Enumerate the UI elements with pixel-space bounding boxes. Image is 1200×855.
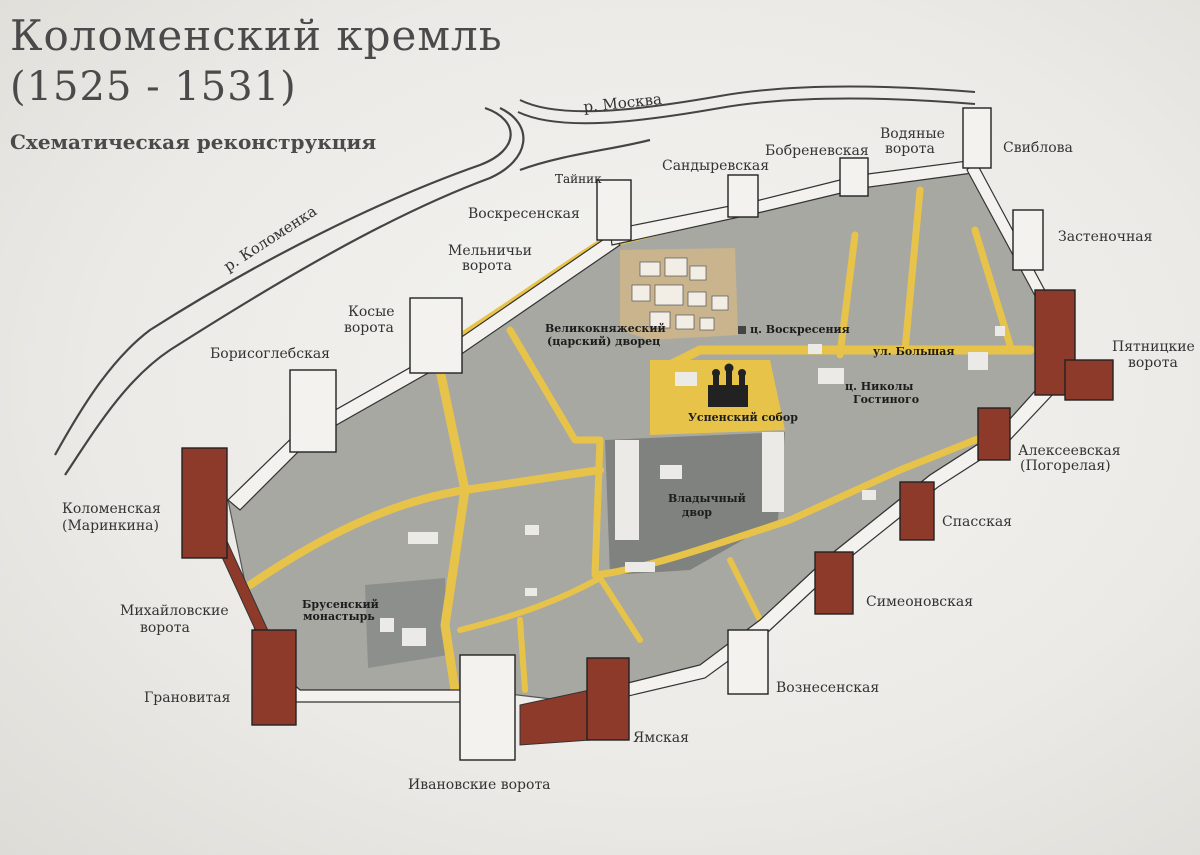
- label-kolomenskaya-2: (Маринкина): [62, 518, 159, 534]
- brusensky-area: [365, 578, 448, 668]
- label-kosye-1: Косые: [348, 304, 395, 320]
- label-vladychny-2: двор: [682, 506, 712, 519]
- brick-towers: [181, 289, 1114, 741]
- label-vladychny-1: Владычный: [668, 492, 746, 505]
- label-bobrenevskaya: Бобреневская: [765, 143, 869, 159]
- label-uspensky: Успенский собор: [688, 411, 798, 424]
- label-sviblova: Свиблова: [1003, 140, 1073, 156]
- label-street: ул. Большая: [873, 345, 955, 358]
- label-yamskaya: Ямская: [633, 730, 689, 746]
- label-kosye-2: ворота: [344, 320, 394, 336]
- label-voskresenskaya: Воскресенская: [468, 206, 580, 222]
- label-kolomenskaya-1: Коломенская: [62, 501, 161, 517]
- label-palace-1: Великокняжеский: [545, 322, 666, 335]
- uspensky-cathedral-icon: [708, 363, 748, 407]
- label-voznesenskaya: Вознесенская: [776, 680, 879, 696]
- voskreseniya-church-icon: [738, 326, 746, 334]
- label-ivanovskie: Ивановские ворота: [408, 777, 551, 793]
- label-zastenochnaya: Застеночная: [1058, 229, 1153, 245]
- label-granovitaya: Грановитая: [144, 690, 231, 706]
- label-alekseevskaya-2: (Погорелая): [1020, 458, 1111, 474]
- map-years: (1525 - 1531): [10, 64, 297, 110]
- label-sandyrevskaya: Сандыревская: [662, 158, 769, 174]
- label-nikoly-2: Гостиного: [853, 393, 919, 406]
- white-towers: [289, 107, 1044, 761]
- label-tainik: Тайник: [555, 172, 602, 186]
- map-subtitle: Схематическая реконструкция: [10, 130, 377, 154]
- palace-plan: [631, 257, 729, 331]
- label-mikhailovskie-2: ворота: [140, 620, 190, 636]
- label-brusensky-2: монастырь: [303, 610, 375, 623]
- label-brusensky-1: Брусенский: [302, 598, 379, 611]
- label-nikoly-1: ц. Николы: [845, 380, 913, 393]
- river-moskva: [517, 85, 976, 125]
- map-title: Коломенский кремль: [10, 11, 503, 60]
- label-river-moskva: р. Москва: [583, 90, 663, 116]
- label-vodyanye-1: Водяные: [880, 126, 945, 142]
- south-brick-wall: [519, 689, 591, 746]
- label-palace-2: (царский) дворец: [547, 335, 660, 348]
- label-pyatnitskie-1: Пятницкие: [1112, 339, 1195, 355]
- label-pyatnitskie-2: ворота: [1128, 355, 1178, 371]
- river-kolomenka: [54, 106, 651, 476]
- label-alekseevskaya-1: Алексеевская: [1018, 443, 1121, 459]
- label-voskreseniya: ц. Воскресения: [750, 323, 850, 336]
- label-melnichyi-1: Мельничьи: [448, 243, 532, 259]
- label-river-kolomenka: р. Коломенка: [220, 202, 320, 276]
- label-melnichyi-2: ворота: [462, 258, 512, 274]
- label-spasskaya: Спасская: [942, 514, 1012, 530]
- small-buildings: [380, 326, 1005, 646]
- label-simeonovskaya: Симеоновская: [866, 594, 973, 610]
- label-borisoglebskaya: Борисоглебская: [210, 346, 330, 362]
- label-mikhailovskie-1: Михайловские: [120, 603, 229, 619]
- label-vodyanye-2: ворота: [885, 141, 935, 157]
